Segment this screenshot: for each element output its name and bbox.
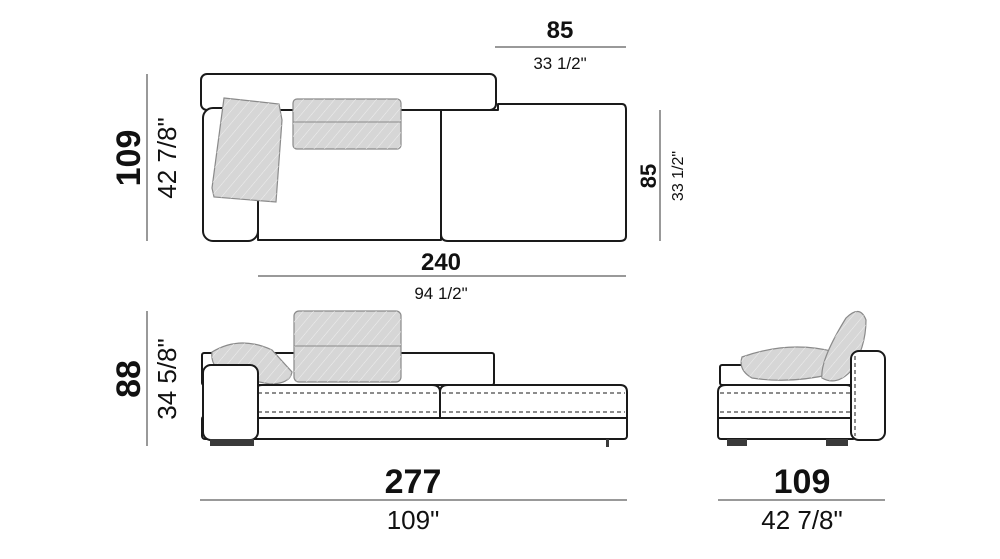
dim-seat-length-cm: 240 <box>421 249 461 276</box>
dim-chaise-depth-in: 33 1/2" <box>670 151 687 201</box>
dim-chaise-width-cm: 85 <box>547 17 574 44</box>
dim-length-cm: 277 <box>385 463 442 501</box>
dim-side-depth-in: 42 7/8" <box>761 505 843 535</box>
front-base <box>201 415 628 440</box>
dim-seat-length-in: 94 1/2" <box>414 284 467 303</box>
front-seat-cushion-left <box>255 384 441 419</box>
dim-side-depth-cm: 109 <box>774 463 831 501</box>
top-view: 85 33 1/2" 109 42 7/8" 85 33 1/2" 240 94… <box>110 17 687 303</box>
side-seat-cushion <box>717 384 854 419</box>
front-foot-left <box>210 439 254 446</box>
dim-height-cm: 88 <box>110 360 148 398</box>
dim-chaise-depth-cm: 85 <box>636 164 661 188</box>
dim-depth-cm: 109 <box>110 130 148 187</box>
dim-height-in: 34 5/8" <box>152 338 182 420</box>
dim-chaise-width-in: 33 1/2" <box>533 54 586 73</box>
top-pillow-tilted <box>211 97 283 203</box>
side-base <box>717 415 857 440</box>
front-view: 88 34 5/8" 277 109" <box>110 310 628 535</box>
front-foot-right <box>606 439 609 447</box>
front-pillow-square <box>293 310 402 383</box>
top-pillow-square <box>292 98 402 150</box>
side-foot-right <box>826 439 848 446</box>
side-view: 109 42 7/8" <box>717 310 886 535</box>
side-pillow-lying <box>740 346 842 381</box>
front-seat-cushion-right <box>439 384 628 419</box>
top-chaise <box>440 103 627 242</box>
front-left-arm <box>202 364 259 441</box>
dim-depth-in: 42 7/8" <box>152 117 182 199</box>
side-foot-left <box>727 439 747 446</box>
dim-length-in: 109" <box>387 505 440 535</box>
side-back-block <box>850 350 886 441</box>
